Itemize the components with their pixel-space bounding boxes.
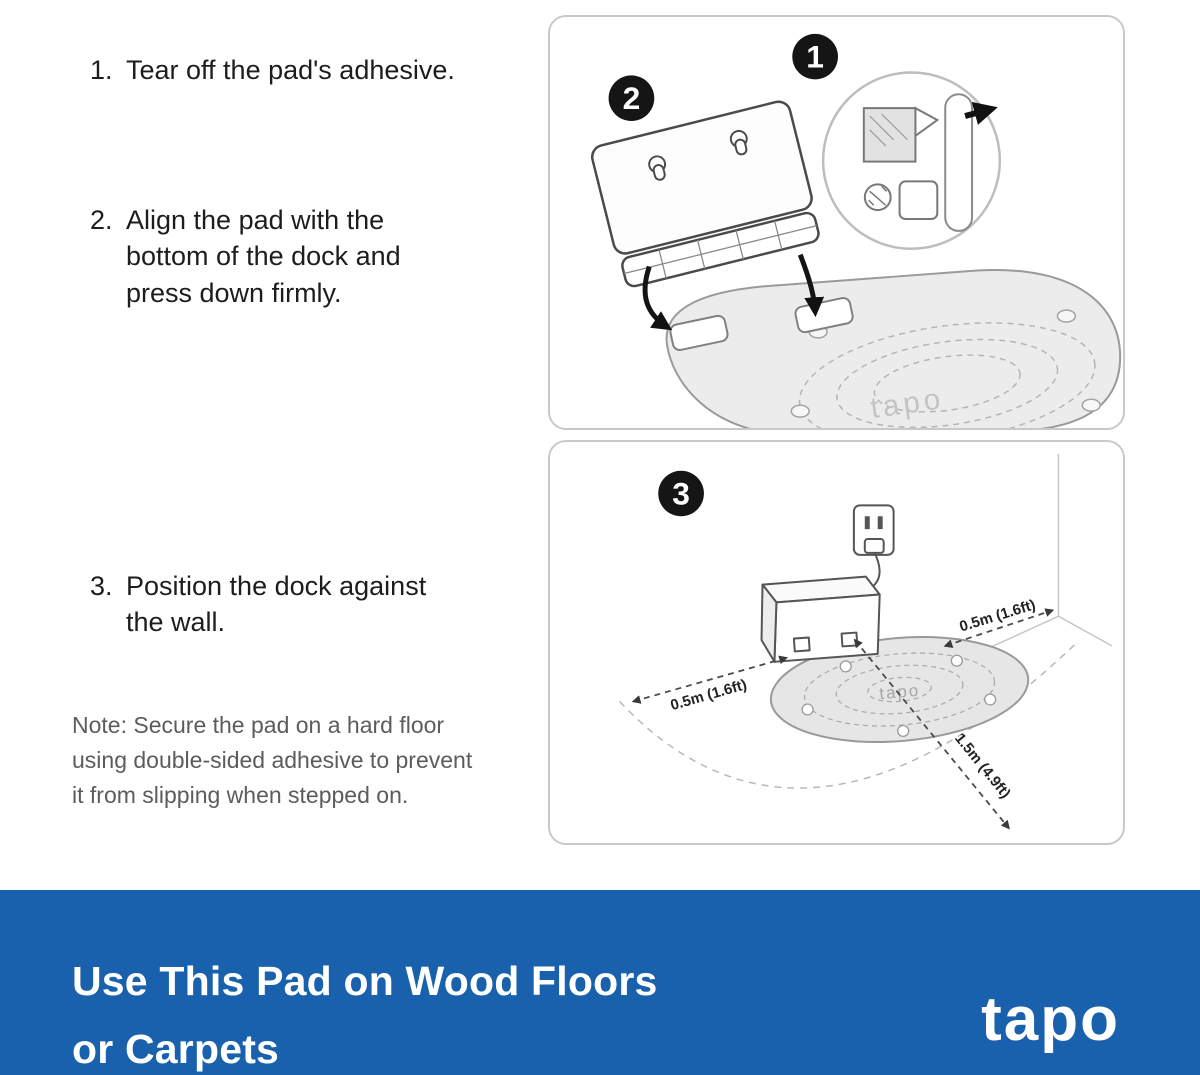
step-3-badge-number: 3 [672, 475, 690, 511]
step-1-text: Tear off the pad's adhesive. [126, 55, 455, 85]
dock-clip-right [840, 631, 859, 648]
step-1-number: 1. [90, 55, 113, 85]
step-1-badge-number: 1 [806, 39, 824, 75]
step-3-badge: 3 [658, 470, 704, 517]
distance-label-right: 0.5m (1.6ft) [958, 597, 1038, 635]
peel-arrow-icon [964, 101, 998, 125]
bottom-banner: Use This Pad on Wood Floors or Carpets t… [0, 890, 1200, 1075]
distance-label-diagonal: 1.5m (4.9ft) [951, 731, 1013, 802]
dock-slot-detail [944, 93, 974, 232]
step-2-number: 2. [90, 205, 113, 235]
pad-illustration: tapo [665, 268, 1122, 428]
distance-arrow-right [943, 608, 1055, 648]
adhesive-peel-inset [821, 71, 1002, 250]
tapo-logo: tapo [981, 985, 1120, 1054]
instruction-step-2: 2. Align the pad with the bottom of the … [90, 202, 401, 311]
pad-slot-left [669, 314, 729, 351]
note-text: Note: Secure the pad on a hard floor usi… [72, 712, 473, 808]
adhesive-grid-lines [623, 220, 817, 279]
instruction-step-3: 3. Position the dock against the wall. [90, 568, 426, 641]
instruction-step-1: 1. Tear off the pad's adhesive. [90, 52, 455, 88]
step-3-text: Position the dock against the wall. [126, 571, 427, 638]
keyhole-mount-icons [648, 129, 748, 181]
dock-clip-left [792, 636, 811, 653]
press-direction-arrows [642, 253, 825, 331]
step-2-badge: 2 [608, 75, 655, 121]
step3-diagram: tapo 0.5m (1.6ft) 0.5m (1.6ft) 1.5m (4.9… [618, 453, 1113, 830]
distance-arrow-diagonal [853, 638, 1010, 830]
screw-icon [863, 180, 939, 221]
dock-illustration [590, 100, 820, 288]
pad-screw-holes [790, 309, 1101, 418]
banner-title-line2: or Carpets [72, 1026, 280, 1072]
distance-label-left: 0.5m (1.6ft) [669, 677, 749, 714]
banner-title-line1: Use This Pad on Wood Floors [72, 958, 658, 1004]
diagram-panel-step2: tapo [548, 15, 1125, 430]
distance-arrow-left [631, 655, 789, 704]
pad-grooves [798, 322, 1096, 428]
step2-diagram: tapo [590, 33, 1122, 428]
dock-illustration [760, 575, 881, 663]
step-1-badge: 1 [792, 33, 838, 80]
step-2-text: Align the pad with the bottom of the doc… [126, 205, 401, 308]
adhesive-strip-detail [862, 106, 940, 163]
pad-logo-text: tapo [879, 681, 921, 703]
step-3-number: 3. [90, 571, 113, 601]
step-2-badge-number: 2 [623, 80, 641, 116]
diagram-panel-step3: tapo 0.5m (1.6ft) 0.5m (1.6ft) 1.5m (4.9… [548, 440, 1125, 845]
